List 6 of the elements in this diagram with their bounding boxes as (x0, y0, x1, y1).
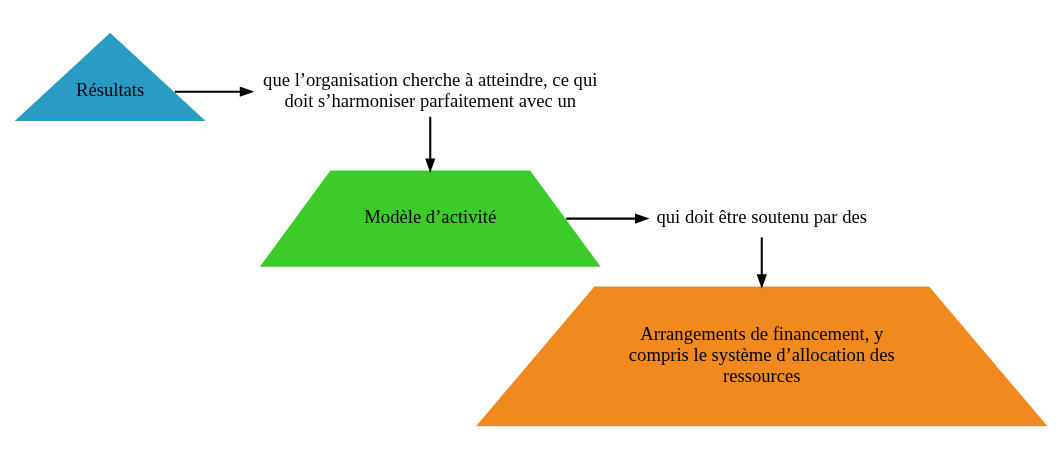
node-text: qui doit être soutenu par des (656, 205, 868, 227)
arrow (756, 236, 767, 289)
arrow (174, 86, 255, 97)
node-text: que l’organisation cherche à atteindre, ce qui doit s’harmoniser parfaitement avec un (263, 68, 598, 111)
arrow (425, 116, 436, 173)
arrow (566, 213, 650, 224)
